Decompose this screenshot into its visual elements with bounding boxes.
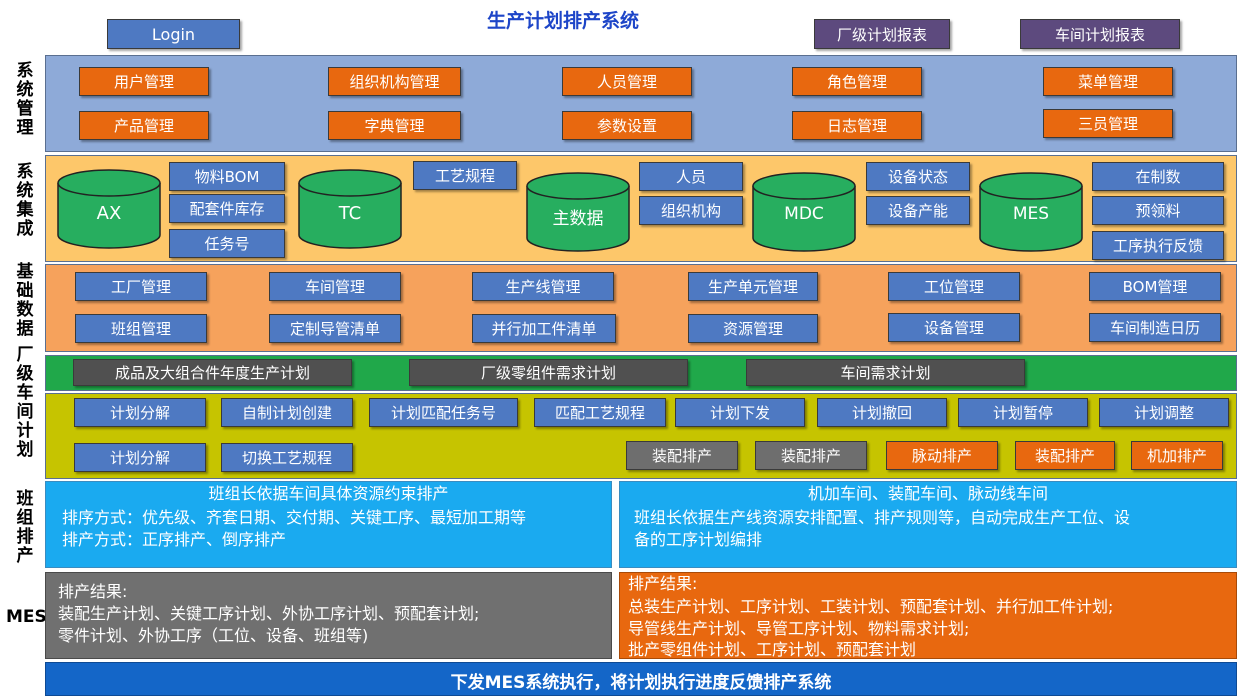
custom-pipe-list-button[interactable]: 定制导管清单 bbox=[269, 314, 401, 343]
team-right-line-2: 备的工序计划编排 bbox=[634, 530, 763, 549]
material-bom-button[interactable]: 物料BOM bbox=[169, 162, 285, 191]
mes-left-line-3: 零件计划、外协工序（工位、设备、班组等) bbox=[58, 626, 369, 645]
workshop-report-button[interactable]: 车间计划报表 bbox=[1020, 19, 1180, 49]
switch-process-button[interactable]: 切换工艺规程 bbox=[221, 443, 353, 472]
footer-bar bbox=[45, 662, 1237, 696]
side-label-sys-mgmt: 系统管理 bbox=[16, 61, 34, 138]
resource-mgmt-button[interactable]: 资源管理 bbox=[688, 314, 818, 343]
dict-mgmt-button[interactable]: 字典管理 bbox=[328, 111, 461, 140]
mes-right-line-3: 导管线生产计划、导管工序计划、物料需求计划; bbox=[628, 619, 970, 638]
team-left-line-2: 排产方式：正序排产、倒序排产 bbox=[62, 530, 287, 549]
parallel-parts-list-button[interactable]: 并行加工件清单 bbox=[472, 314, 616, 343]
tc-database-icon: TC bbox=[298, 169, 402, 249]
equipment-status-button[interactable]: 设备状态 bbox=[866, 162, 970, 191]
self-plan-create-button[interactable]: 自制计划创建 bbox=[221, 398, 353, 427]
side-label-sys-integration: 系统集成 bbox=[16, 162, 34, 239]
mes-left-panel bbox=[45, 572, 612, 659]
assembly-schedule-1-button[interactable]: 装配排产 bbox=[626, 441, 738, 470]
mdc-database-icon: MDC bbox=[752, 172, 856, 252]
mdc-label: MDC bbox=[784, 204, 824, 224]
team-right-line-1: 班组长依据生产线资源安排配置、排产规则等，自动完成生产工位、设 bbox=[634, 508, 1131, 527]
log-mgmt-button[interactable]: 日志管理 bbox=[792, 111, 922, 140]
workshop-mgmt-button[interactable]: 车间管理 bbox=[269, 272, 401, 301]
page-title: 生产计划排产系统 bbox=[487, 10, 640, 32]
annual-plan-button[interactable]: 成品及大组合件年度生产计划 bbox=[73, 359, 352, 386]
pre-pick-material-button[interactable]: 预领料 bbox=[1092, 196, 1224, 225]
mes-database-icon: MES bbox=[979, 172, 1083, 252]
master-data-database-icon: 主数据 bbox=[526, 172, 630, 252]
product-mgmt-button[interactable]: 产品管理 bbox=[79, 111, 209, 140]
mes-right-line-1: 排产结果: bbox=[628, 574, 698, 593]
process-spec-button[interactable]: 工艺规程 bbox=[413, 161, 517, 190]
bom-mgmt-button[interactable]: BOM管理 bbox=[1089, 272, 1221, 301]
side-label-mes: MES bbox=[6, 607, 47, 627]
personnel-button[interactable]: 人员 bbox=[639, 162, 743, 191]
machining-schedule-button[interactable]: 机加排产 bbox=[1131, 441, 1223, 470]
master-data-label: 主数据 bbox=[552, 209, 604, 229]
task-number-button[interactable]: 任务号 bbox=[169, 229, 285, 258]
organization-button[interactable]: 组织机构 bbox=[639, 196, 743, 225]
factory-demand-plan-button[interactable]: 厂级零组件需求计划 bbox=[409, 359, 688, 386]
mes-right-line-2: 总装生产计划、工序计划、工装计划、预配套计划、并行加工件计划; bbox=[628, 597, 1114, 616]
assembly-schedule-2-button[interactable]: 装配排产 bbox=[755, 441, 867, 470]
mes-right-panel bbox=[619, 572, 1237, 659]
three-admin-button[interactable]: 三员管理 bbox=[1043, 109, 1173, 138]
menu-mgmt-button[interactable]: 菜单管理 bbox=[1043, 67, 1173, 96]
mes-db-label: MES bbox=[1012, 204, 1050, 224]
plan-pause-button[interactable]: 计划暂停 bbox=[958, 398, 1088, 427]
plan-split-2-button[interactable]: 计划分解 bbox=[74, 443, 206, 472]
factory-report-button[interactable]: 厂级计划报表 bbox=[814, 19, 950, 49]
process-feedback-button[interactable]: 工序执行反馈 bbox=[1092, 231, 1224, 260]
tc-label: TC bbox=[338, 203, 362, 224]
unit-mgmt-button[interactable]: 生产单元管理 bbox=[688, 272, 818, 301]
side-label-factory: 厂级 bbox=[16, 345, 34, 384]
kit-inventory-button[interactable]: 配套件库存 bbox=[169, 194, 285, 223]
team-mgmt-button[interactable]: 班组管理 bbox=[75, 314, 207, 343]
mes-left-line-2: 装配生产计划、关键工序计划、外协工序计划、预配套计划; bbox=[58, 604, 480, 623]
ax-database-icon: AX bbox=[57, 169, 161, 249]
user-mgmt-button[interactable]: 用户管理 bbox=[79, 67, 209, 96]
base-data-section bbox=[45, 264, 1237, 352]
staff-mgmt-button[interactable]: 人员管理 bbox=[562, 67, 692, 96]
wip-count-button[interactable]: 在制数 bbox=[1092, 162, 1224, 191]
plan-dispatch-button[interactable]: 计划下发 bbox=[675, 398, 805, 427]
team-right-panel bbox=[619, 481, 1237, 568]
line-mgmt-button[interactable]: 生产线管理 bbox=[472, 272, 614, 301]
plan-match-task-button[interactable]: 计划匹配任务号 bbox=[369, 398, 518, 427]
factory-mgmt-button[interactable]: 工厂管理 bbox=[75, 272, 207, 301]
mes-left-line-1: 排产结果: bbox=[58, 582, 128, 601]
team-left-title: 班组长依据车间具体资源约束排产 bbox=[208, 484, 449, 503]
team-right-title: 机加车间、装配车间、脉动线车间 bbox=[807, 484, 1048, 503]
match-process-button[interactable]: 匹配工艺规程 bbox=[534, 398, 666, 427]
plan-split-button[interactable]: 计划分解 bbox=[74, 398, 206, 427]
side-label-base-data: 基础数据 bbox=[16, 262, 34, 339]
equipment-mgmt-button[interactable]: 设备管理 bbox=[888, 313, 1020, 342]
side-label-team: 班组排产 bbox=[16, 489, 34, 566]
login-button[interactable]: Login bbox=[107, 19, 240, 49]
station-mgmt-button[interactable]: 工位管理 bbox=[888, 272, 1020, 301]
plan-withdraw-button[interactable]: 计划撤回 bbox=[817, 398, 947, 427]
team-left-panel bbox=[45, 481, 612, 568]
assembly-schedule-3-button[interactable]: 装配排产 bbox=[1015, 441, 1115, 470]
equipment-capacity-button[interactable]: 设备产能 bbox=[866, 196, 970, 225]
workshop-calendar-button[interactable]: 车间制造日历 bbox=[1089, 313, 1221, 342]
mes-right-line-4: 批产零组件计划、工序计划、预配套计划 bbox=[628, 640, 917, 659]
pulse-schedule-button[interactable]: 脉动排产 bbox=[886, 441, 998, 470]
workshop-demand-plan-button[interactable]: 车间需求计划 bbox=[746, 359, 1025, 386]
org-mgmt-button[interactable]: 组织机构管理 bbox=[328, 67, 461, 96]
team-left-line-1: 排序方式：优先级、齐套日期、交付期、关键工序、最短加工期等 bbox=[62, 508, 527, 527]
footer-text: 下发MES系统执行，将计划执行进度反馈排产系统 bbox=[450, 673, 832, 693]
side-label-workshop: 车间计划 bbox=[16, 383, 34, 460]
ax-label: AX bbox=[96, 203, 122, 224]
param-settings-button[interactable]: 参数设置 bbox=[562, 111, 692, 140]
role-mgmt-button[interactable]: 角色管理 bbox=[792, 67, 922, 96]
plan-adjust-button[interactable]: 计划调整 bbox=[1099, 398, 1229, 427]
